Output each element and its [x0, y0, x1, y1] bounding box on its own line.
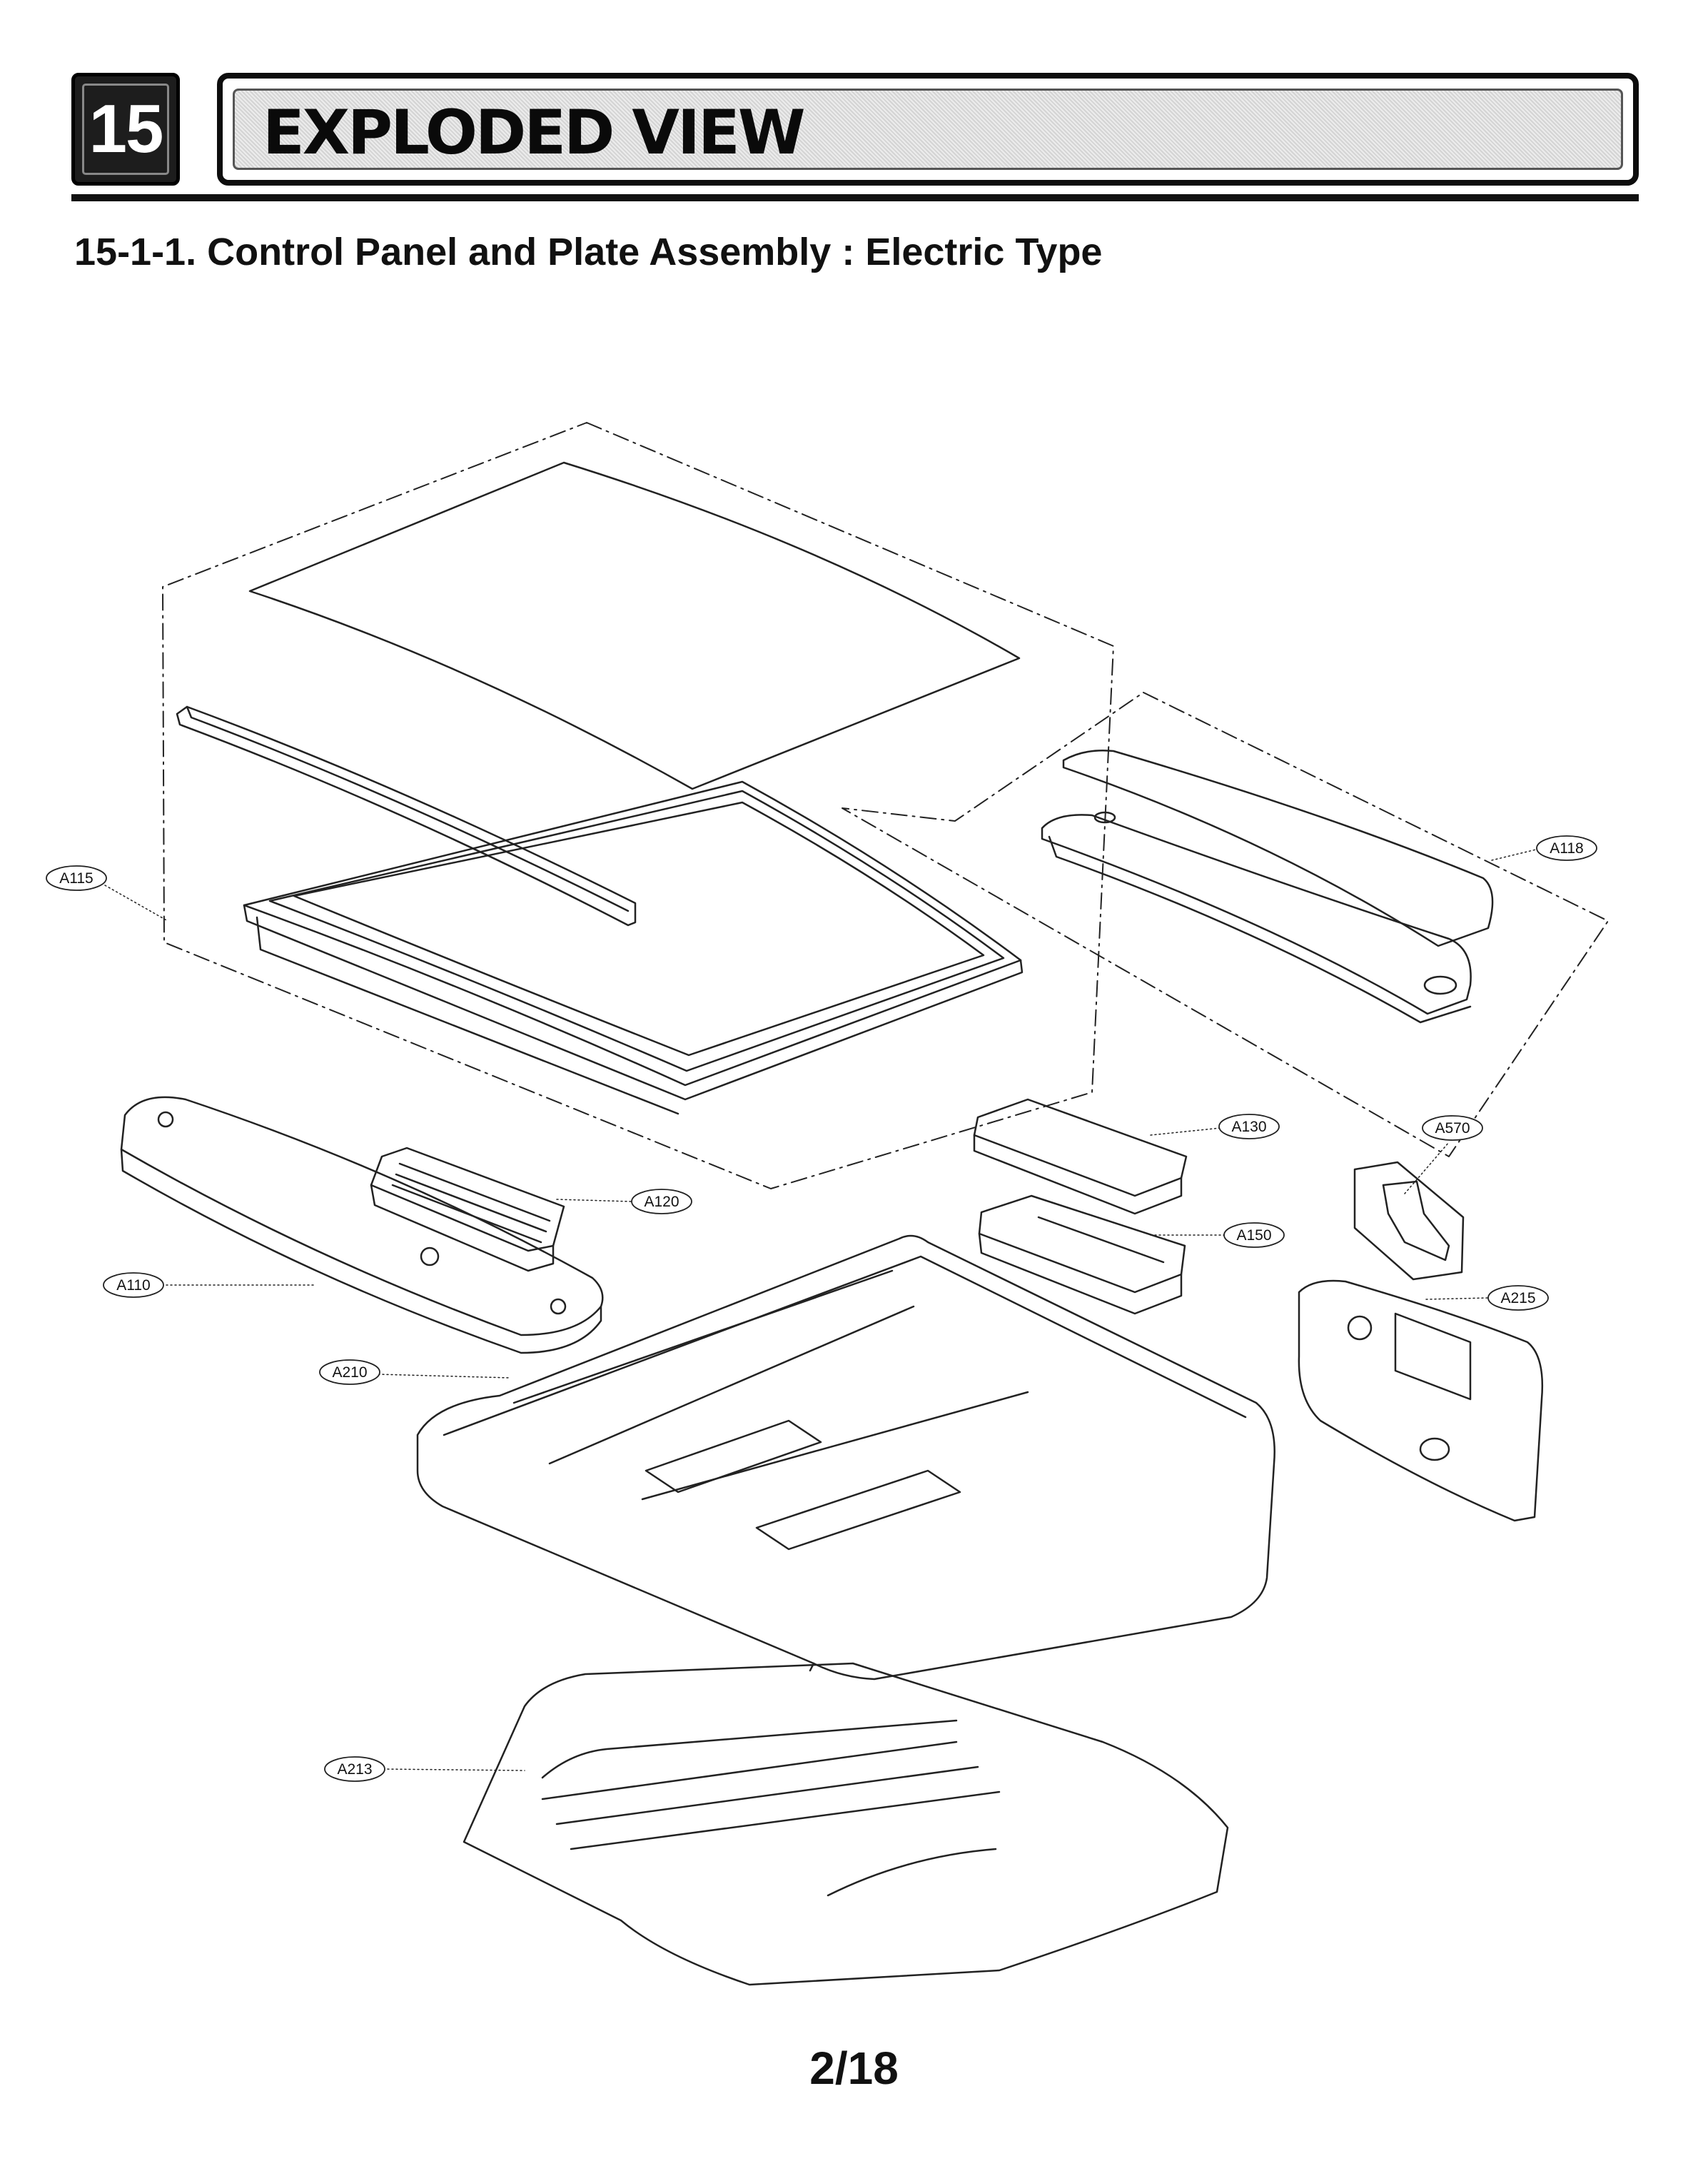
- control-panel-cover: [1041, 750, 1494, 1024]
- svg-text:A210: A210: [332, 1364, 367, 1381]
- callout-a213: A213: [324, 1756, 385, 1782]
- callout-labels: A115 A118 A110 A120 A130 A150 A570 A215: [46, 835, 1597, 1782]
- svg-text:A150: A150: [1236, 1227, 1271, 1244]
- callout-a150: A150: [1223, 1222, 1285, 1248]
- callout-a130: A130: [1218, 1114, 1280, 1139]
- glass-panel: [248, 461, 1021, 790]
- main-pcb: [370, 1147, 565, 1272]
- callout-a120: A120: [631, 1189, 692, 1214]
- base-housing: [416, 1234, 1275, 1681]
- top-assembly-boundary: [162, 422, 1114, 1189]
- bracket-plate: [1353, 1161, 1465, 1281]
- header-rule: [71, 194, 1639, 201]
- base-plate: [463, 1662, 1229, 1986]
- pcb-case: [978, 1194, 1186, 1315]
- chapter-title-frame: EXPLODED VIEW: [217, 73, 1639, 186]
- callout-a110: A110: [103, 1272, 164, 1298]
- svg-text:A115: A115: [59, 870, 94, 887]
- chapter-number: 15: [89, 91, 164, 167]
- callout-a118: A118: [1536, 835, 1597, 861]
- svg-text:A570: A570: [1435, 1120, 1470, 1137]
- svg-text:A118: A118: [1550, 840, 1584, 857]
- door-frame: [243, 780, 1024, 1115]
- callout-a570: A570: [1422, 1115, 1483, 1141]
- front-control-panel: [120, 1096, 604, 1354]
- svg-text:A213: A213: [337, 1761, 372, 1778]
- page-number: 2/18: [809, 2042, 899, 2094]
- side-panel: [1298, 1279, 1544, 1522]
- callout-a210: A210: [319, 1359, 380, 1385]
- leader-lines: [104, 849, 1537, 1771]
- section-title: 15-1-1. Control Panel and Plate Assembly…: [74, 231, 1103, 273]
- svg-text:A110: A110: [116, 1277, 151, 1294]
- callout-a115: A115: [46, 865, 107, 891]
- chapter-title: EXPLODED VIEW: [263, 97, 806, 168]
- svg-text:A120: A120: [644, 1194, 679, 1210]
- chapter-number-badge: 15: [71, 73, 180, 186]
- right-assembly-boundary: [842, 692, 1609, 1157]
- frame-handle-bar: [176, 705, 637, 927]
- callout-a215: A215: [1487, 1285, 1549, 1311]
- svg-text:A130: A130: [1231, 1119, 1266, 1135]
- svg-text:A215: A215: [1500, 1290, 1535, 1306]
- sub-pcb-box: [973, 1098, 1188, 1215]
